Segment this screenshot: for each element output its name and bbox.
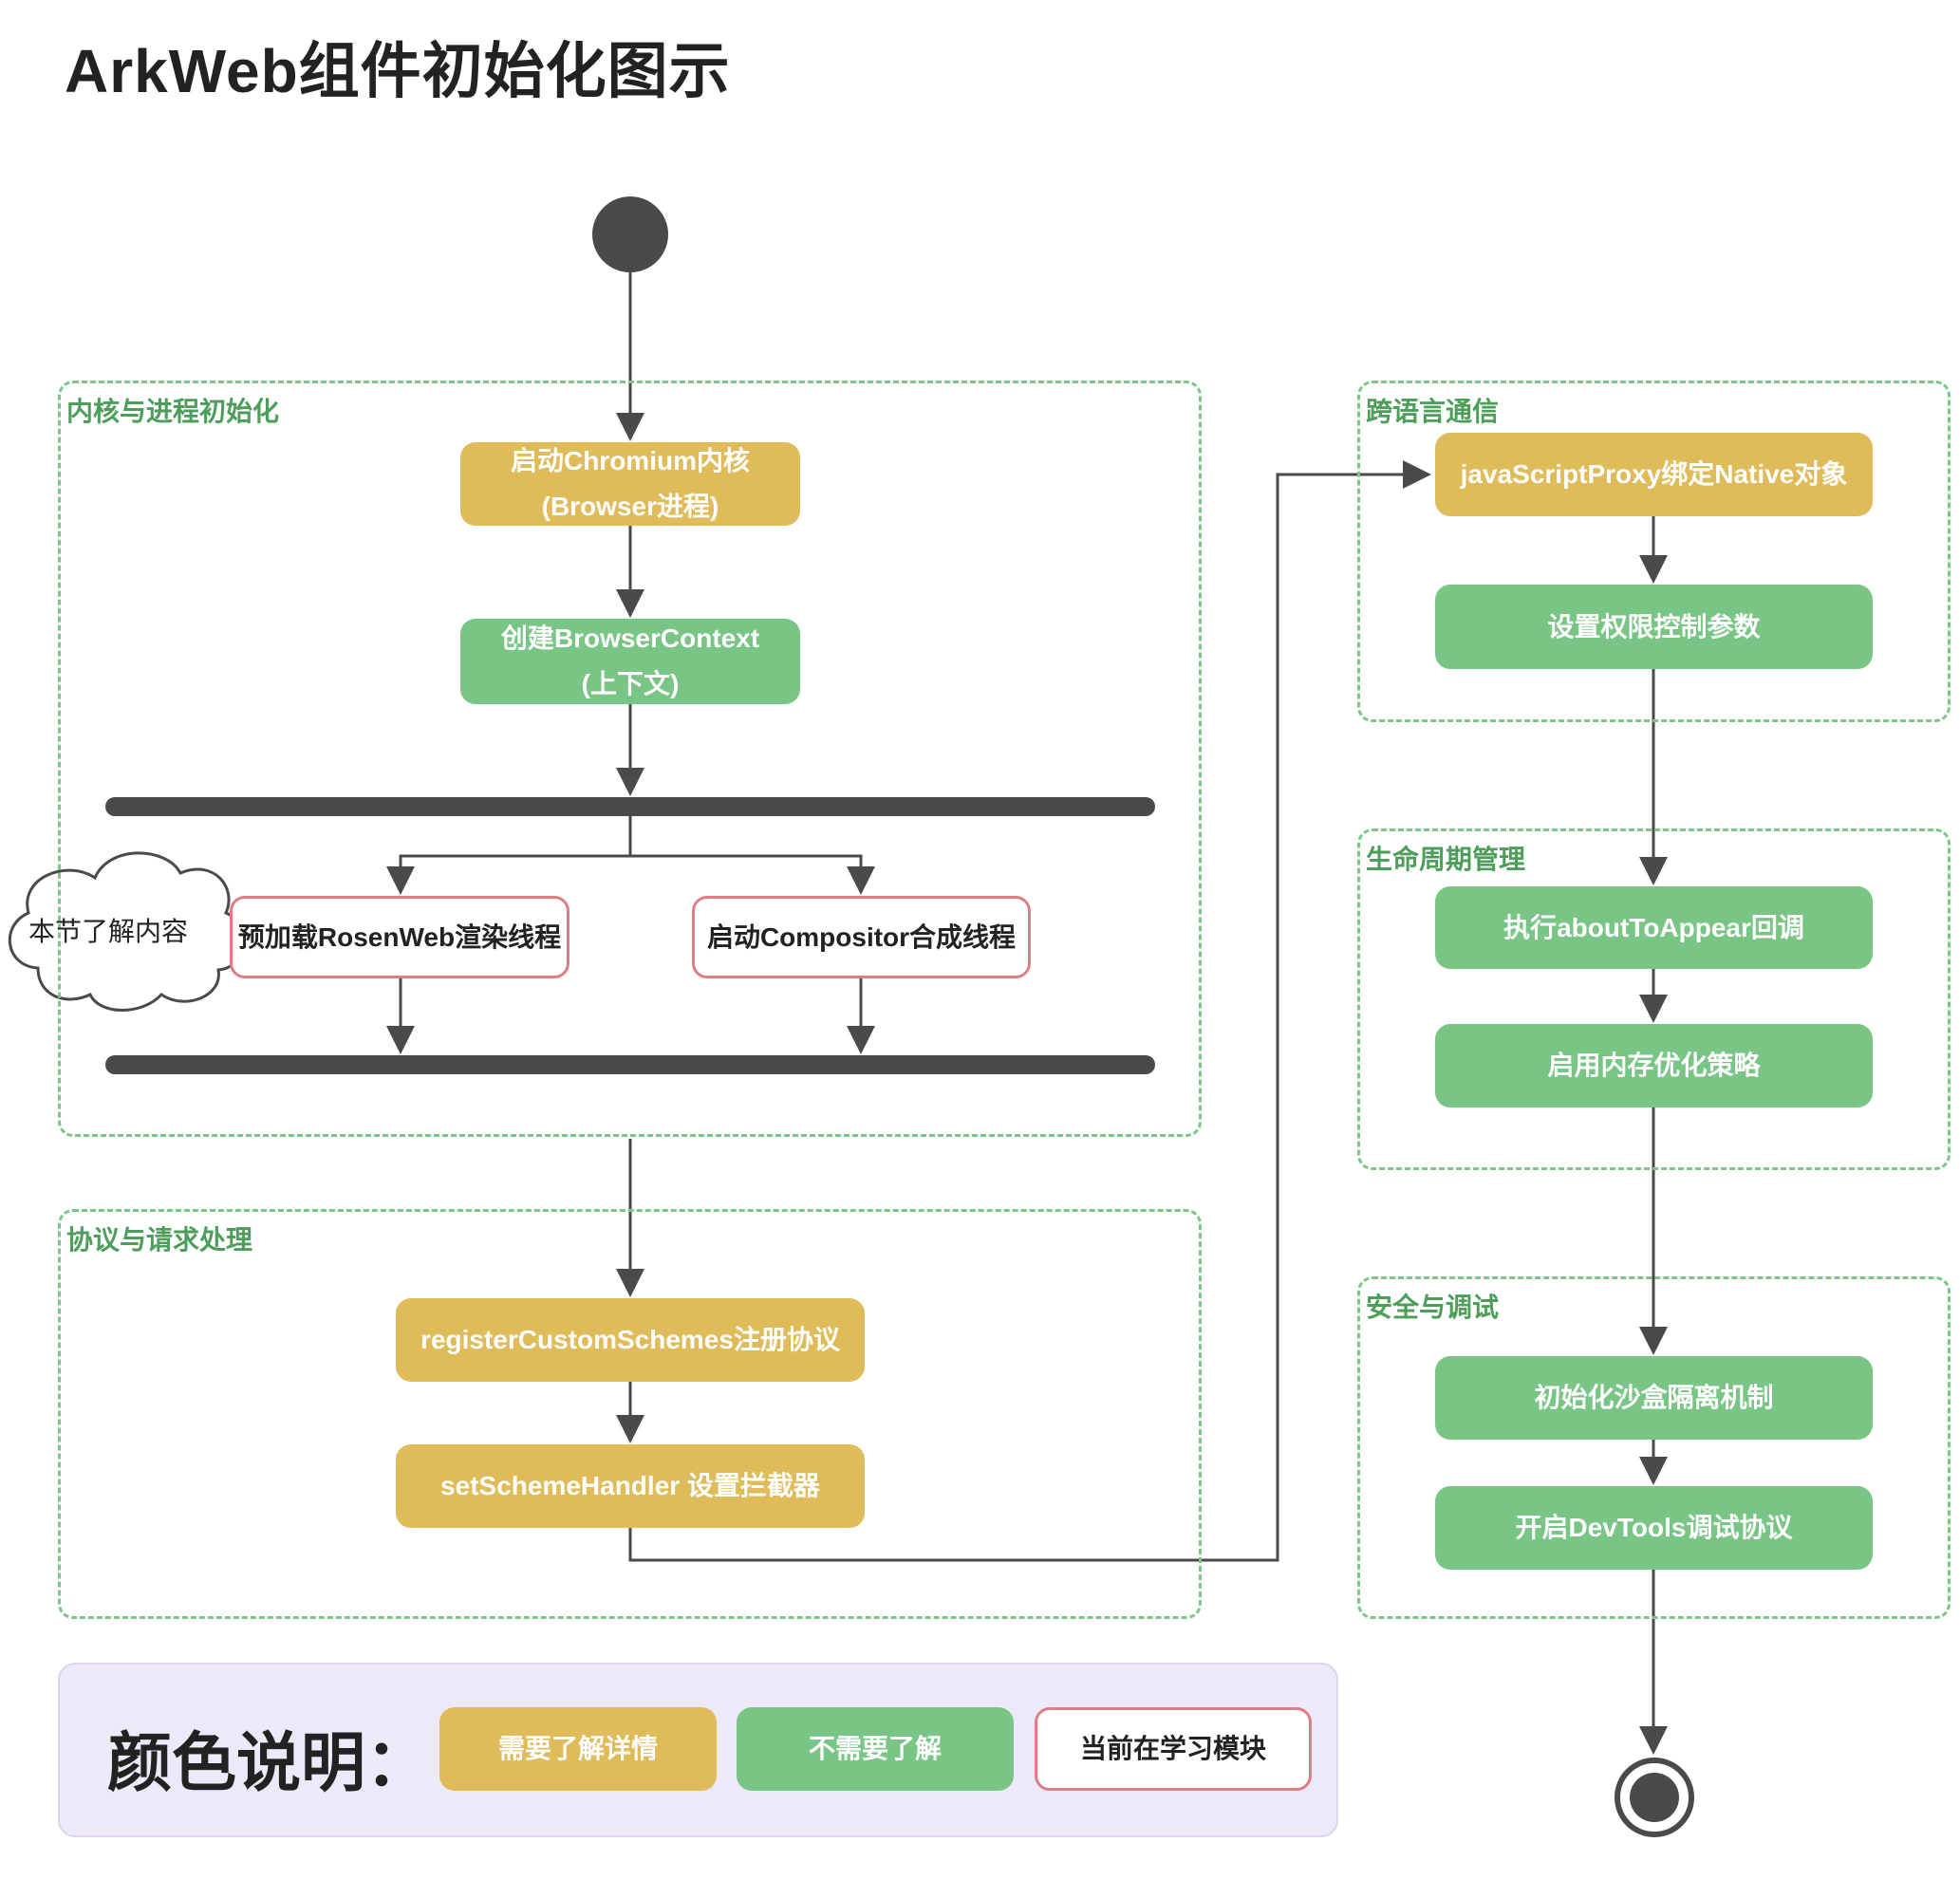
node-register-custom-schemes: registerCustomSchemes注册协议 — [396, 1298, 865, 1382]
group-label-crosslang: 跨语言通信 — [1366, 397, 1500, 426]
legend-need-detail: 需要了解详情 — [439, 1707, 717, 1791]
group-lifecycle: 生命周期管理 — [1357, 828, 1951, 1170]
node-start-compositor: 启动Compositor合成线程 — [692, 896, 1031, 978]
group-label-security: 安全与调试 — [1366, 1293, 1500, 1322]
group-label-kernel: 内核与进程初始化 — [66, 397, 280, 426]
arrow-fork-to-compositor — [630, 854, 875, 895]
legend-no-need: 不需要了解 — [737, 1707, 1014, 1791]
page-title: ArkWeb组件初始化图示 — [65, 37, 731, 105]
group-cross-language: 跨语言通信 — [1357, 381, 1951, 722]
end-node-core — [1630, 1773, 1679, 1822]
join-bar — [105, 1055, 1155, 1074]
fork-bar — [105, 797, 1155, 816]
node-create-context-line1: 创建BrowserContext — [500, 623, 760, 653]
node-start-chromium: 启动Chromium内核 (Browser进程) — [460, 442, 800, 526]
node-devtools-protocol: 开启DevTools调试协议 — [1435, 1486, 1873, 1570]
cloud-note: 本节了解内容 — [28, 917, 189, 946]
node-sandbox-isolation: 初始化沙盒隔离机制 — [1435, 1356, 1873, 1440]
end-node — [1615, 1758, 1694, 1837]
group-label-protocol: 协议与请求处理 — [66, 1225, 253, 1255]
node-create-context-line2: (上下文) — [581, 669, 680, 698]
node-preload-rosenweb: 预加载RosenWeb渲染线程 — [230, 896, 569, 978]
group-label-lifecycle: 生命周期管理 — [1366, 845, 1526, 874]
cloud-shape — [8, 851, 247, 1012]
legend-current-module: 当前在学习模块 — [1035, 1707, 1312, 1791]
group-kernel-process-init: 内核与进程初始化 — [58, 381, 1202, 1137]
node-javascript-proxy: javaScriptProxy绑定Native对象 — [1435, 433, 1873, 516]
arrow-fork-to-rosenweb — [386, 816, 632, 895]
arrow-handler-to-jsproxy — [628, 460, 1431, 1562]
node-set-permissions: 设置权限控制参数 — [1435, 585, 1873, 669]
node-set-scheme-handler: setSchemeHandler 设置拦截器 — [396, 1444, 865, 1528]
legend-title: 颜色说明： — [107, 1727, 431, 1799]
group-security-debug: 安全与调试 — [1357, 1276, 1951, 1619]
node-start-chromium-line1: 启动Chromium内核 — [510, 446, 750, 475]
node-memory-optimization: 启用内存优化策略 — [1435, 1024, 1873, 1107]
group-protocol-request: 协议与请求处理 — [58, 1209, 1202, 1619]
node-create-browser-context: 创建BrowserContext (上下文) — [460, 619, 800, 704]
node-start-chromium-line2: (Browser进程) — [541, 492, 719, 521]
start-node — [592, 196, 668, 272]
color-legend: 颜色说明： 需要了解详情 不需要了解 当前在学习模块 — [58, 1663, 1338, 1837]
node-about-to-appear: 执行aboutToAppear回调 — [1435, 886, 1873, 969]
